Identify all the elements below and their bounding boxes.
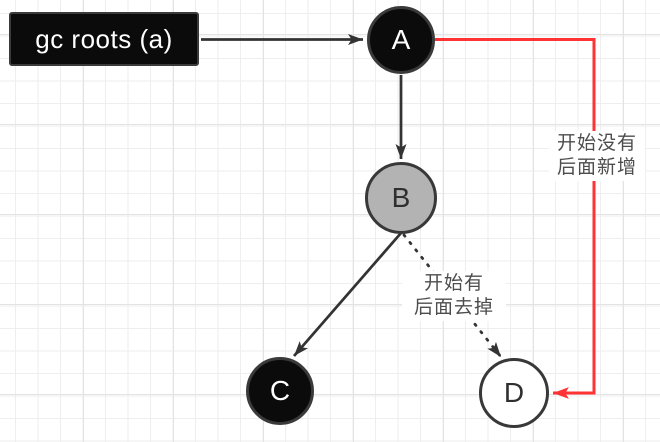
gc-roots-label: gc roots (a): [35, 23, 173, 54]
annotation-line: 后面去掉: [413, 297, 494, 318]
annotation-red-edge: 开始没有 后面新增: [549, 131, 645, 181]
node-b-label: B: [391, 182, 411, 213]
node-c-label: C: [269, 375, 291, 406]
gc-roots-box: gc roots (a): [9, 12, 199, 66]
node-a-label: A: [391, 24, 411, 55]
node-b: B: [365, 162, 437, 234]
node-d: D: [479, 358, 549, 428]
annotation-line: 开始没有: [556, 133, 637, 154]
annotation-line: 后面新增: [556, 157, 637, 178]
node-d-label: D: [503, 377, 525, 408]
edge-b-to-c: [292, 232, 403, 357]
annotation-dotted-edge: 开始有 后面去掉: [402, 271, 506, 321]
node-a: A: [367, 6, 435, 74]
node-c: C: [246, 357, 314, 425]
edge-a-to-d-red: [435, 38, 596, 399]
annotation-line: 开始有: [423, 273, 484, 294]
